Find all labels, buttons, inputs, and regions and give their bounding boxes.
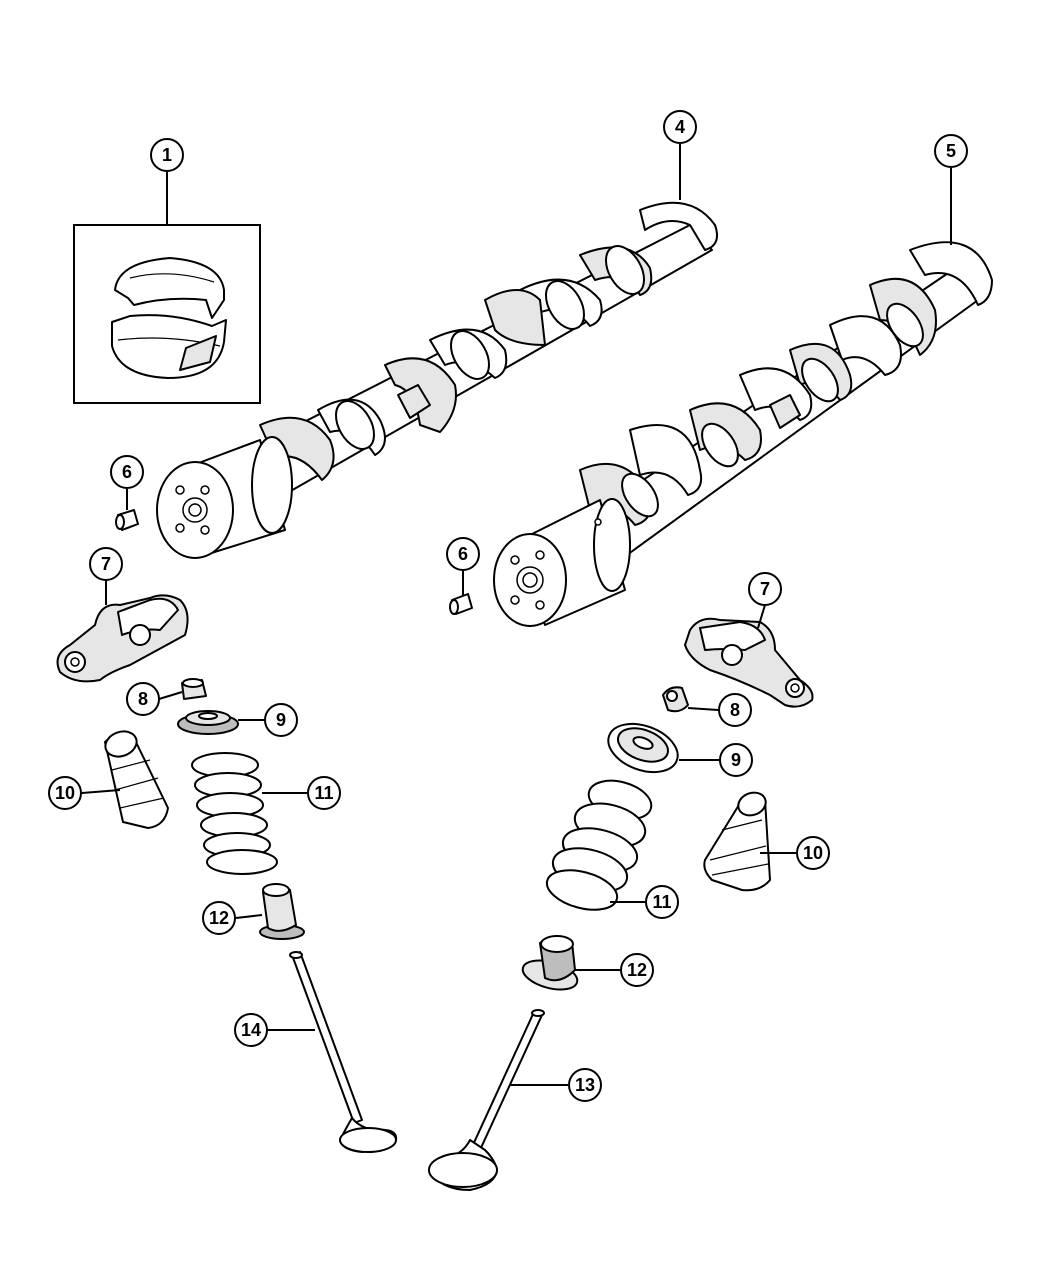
valve-spring-left	[192, 753, 277, 874]
hydraulic-lash-adjuster-right	[704, 789, 770, 890]
leader-lines	[81, 144, 952, 1086]
callout-12-left: 12	[202, 901, 236, 935]
svg-text:6: 6	[458, 544, 468, 564]
rocker-arm-right	[685, 619, 813, 707]
svg-text:12: 12	[209, 908, 229, 928]
svg-text:9: 9	[731, 750, 741, 770]
svg-text:8: 8	[730, 700, 740, 720]
svg-text:14: 14	[241, 1020, 261, 1040]
svg-text:9: 9	[276, 710, 286, 730]
callout-9-right: 9	[719, 743, 753, 777]
callout-10-left: 10	[48, 776, 82, 810]
camshaft-right	[494, 242, 992, 626]
camshaft-left	[157, 203, 717, 558]
callout-12-right: 12	[620, 953, 654, 987]
rocker-arm-left	[58, 595, 188, 681]
callout-6-left: 6	[110, 455, 144, 489]
callout-1: 1	[150, 138, 184, 172]
svg-text:10: 10	[803, 843, 823, 863]
callout-11-right: 11	[645, 885, 679, 919]
callout-5: 5	[934, 134, 968, 168]
svg-text:4: 4	[675, 117, 685, 137]
exhaust-valve	[290, 952, 396, 1152]
svg-text:12: 12	[627, 960, 647, 980]
callout-14: 14	[234, 1013, 268, 1047]
svg-text:7: 7	[760, 579, 770, 599]
valve-stem-seal-left	[260, 884, 304, 939]
callout-10-right: 10	[796, 836, 830, 870]
svg-text:11: 11	[652, 892, 671, 912]
dowel-pin-left	[116, 510, 138, 530]
valve-spring-retainer-left	[178, 711, 238, 734]
svg-text:13: 13	[575, 1075, 595, 1095]
svg-text:7: 7	[101, 554, 111, 574]
svg-text:5: 5	[946, 141, 956, 161]
valve-keeper-left	[182, 679, 206, 699]
callout-8-right: 8	[718, 693, 752, 727]
callout-11-left: 11	[307, 776, 341, 810]
intake-valve	[429, 1010, 544, 1190]
callout-8-left: 8	[126, 682, 160, 716]
svg-text:6: 6	[122, 462, 132, 482]
callout-7-left: 7	[89, 547, 123, 581]
callout-7-right: 7	[748, 572, 782, 606]
callout-6-right: 6	[446, 537, 480, 571]
camshaft-bearing	[74, 225, 260, 403]
svg-text:11: 11	[314, 783, 333, 803]
callout-9-left: 9	[264, 703, 298, 737]
hydraulic-lash-adjuster-left	[102, 727, 168, 828]
dowel-pin-right	[450, 594, 472, 614]
valve-keeper-right	[663, 687, 688, 711]
valve-spring-retainer-right	[602, 715, 685, 781]
svg-text:10: 10	[55, 783, 75, 803]
valve-spring-right	[543, 774, 656, 916]
callout-4: 4	[663, 110, 697, 144]
valve-stem-seal-right	[520, 936, 581, 995]
svg-text:1: 1	[162, 145, 172, 165]
callout-13: 13	[568, 1068, 602, 1102]
svg-text:8: 8	[138, 689, 148, 709]
